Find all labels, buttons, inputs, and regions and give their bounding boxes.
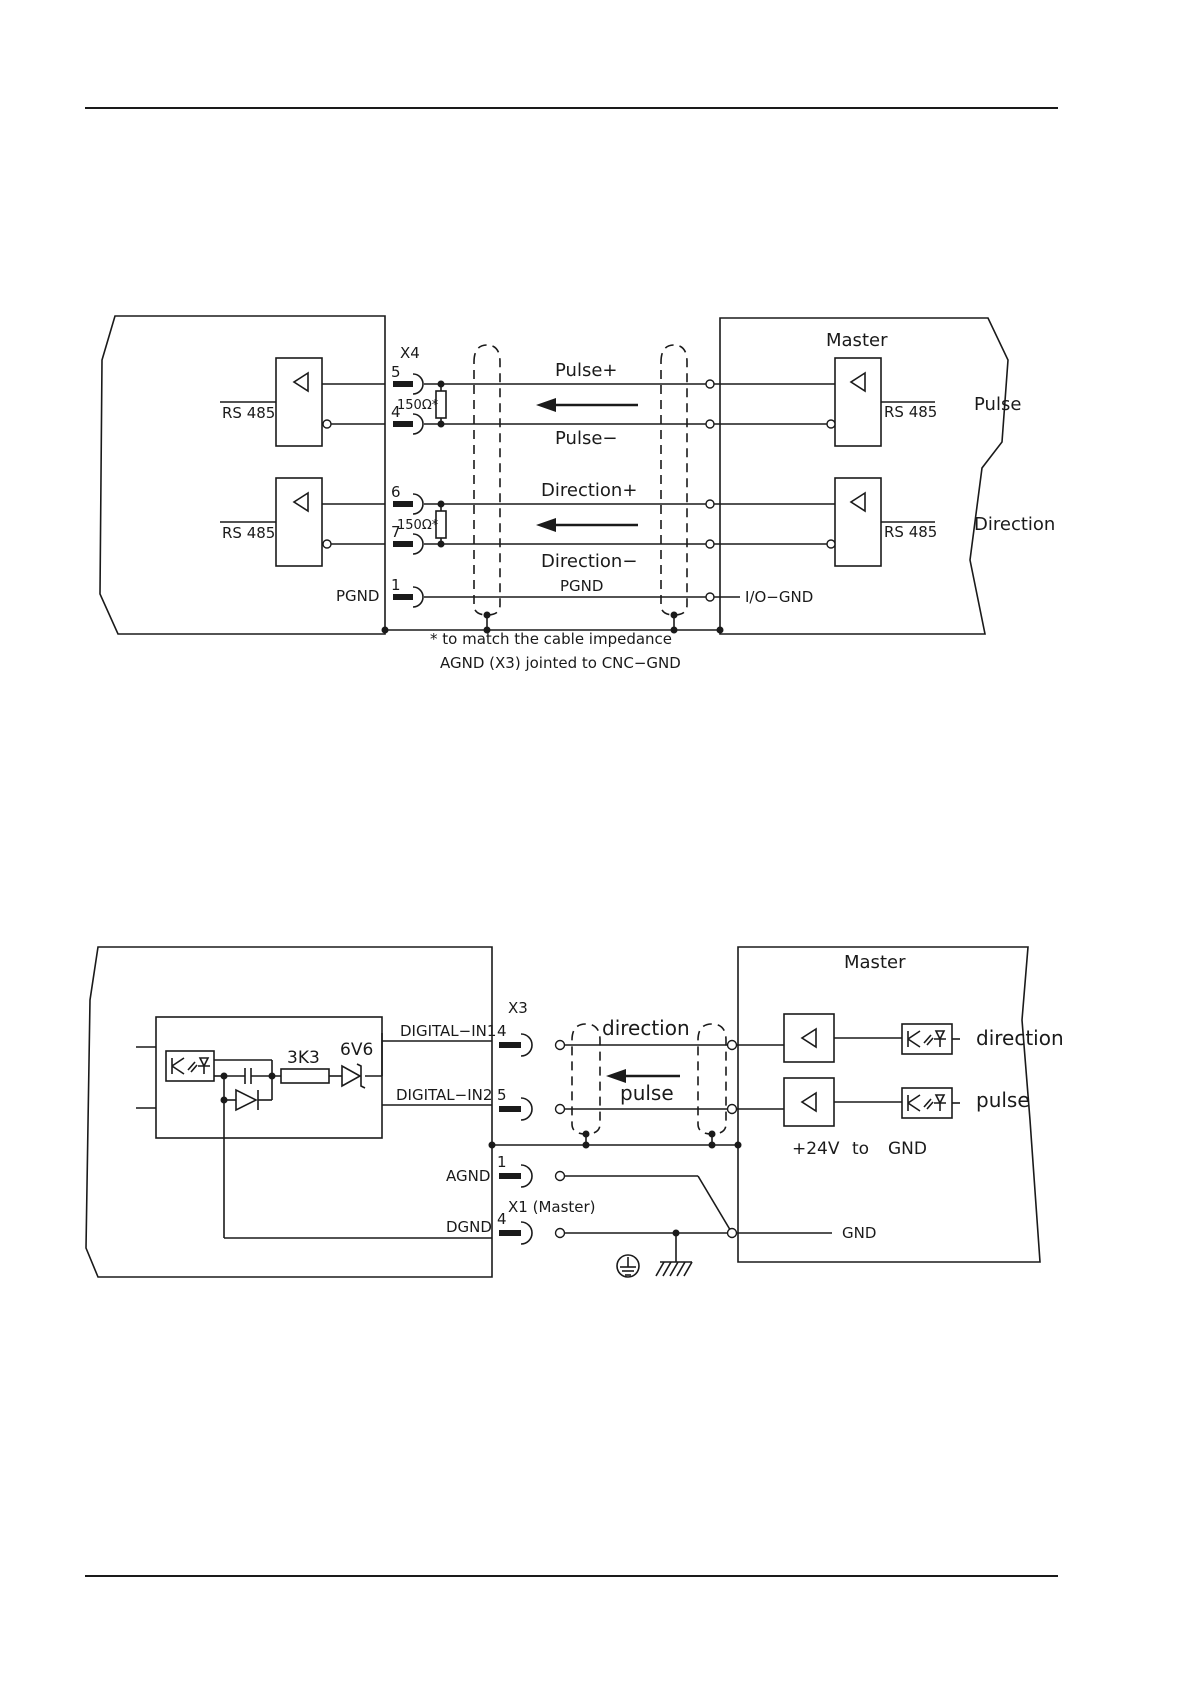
protective-earth-icon <box>616 1254 640 1278</box>
arrow-left-icon <box>536 518 638 532</box>
triangle-icon <box>849 371 866 393</box>
pin-5-x3: 5 <box>497 1086 533 1121</box>
diagram-24v-direction-pulse: 3K3 6V6 DIGITAL−IN1 DIGITAL−IN2 AGND DGN… <box>85 946 1064 1278</box>
pin-1-agnd: 1 <box>497 1153 533 1188</box>
pin-7: 7 <box>391 523 424 555</box>
master-title-1: Master <box>826 330 888 351</box>
cable-shield-right-2 <box>697 1023 727 1135</box>
signal-pulse-minus: Pulse− <box>555 428 617 449</box>
svg-text:1: 1 <box>391 576 401 594</box>
supply-plus-label: +24V <box>792 1139 840 1159</box>
master-rs485-top-label: RS 485 <box>884 403 937 421</box>
signal-direction-minus: Direction− <box>541 551 637 572</box>
side-label-direction-2: direction <box>976 1026 1064 1050</box>
supply-to-label: to <box>852 1139 869 1159</box>
svg-text:5: 5 <box>497 1086 507 1104</box>
supply-gnd-label: GND <box>888 1139 927 1159</box>
cable-shield-right <box>660 344 688 616</box>
triangle-icon <box>849 491 866 513</box>
left-device-body-2 <box>85 946 493 1278</box>
master-device-body-2 <box>737 946 1041 1263</box>
optocoupler-icon <box>901 1087 960 1119</box>
triangle-icon <box>800 1027 817 1049</box>
optocoupler-icon <box>165 1050 215 1082</box>
svg-text:4: 4 <box>391 403 401 421</box>
signal-direction-plus: Direction+ <box>541 480 637 501</box>
zener-diode-icon <box>341 1064 362 1088</box>
master-driver-pulse <box>783 1077 835 1127</box>
svg-text:7: 7 <box>391 523 401 541</box>
master-driver-direction <box>783 1013 835 1063</box>
resistor-1-label: 150Ω* <box>397 398 439 413</box>
signal-pgnd: PGND <box>560 577 603 595</box>
side-label-pulse-2: pulse <box>976 1088 1030 1112</box>
optocoupler-icon <box>901 1023 960 1055</box>
cable-shield-left-2 <box>571 1023 601 1135</box>
agnd-label: AGND <box>446 1167 490 1185</box>
terminal-open <box>322 539 332 549</box>
connector-x3-label: X3 <box>508 999 528 1017</box>
wire-direction-label: direction <box>602 1016 690 1040</box>
note-cable-impedance: * to match the cable impedance <box>430 630 672 648</box>
resistor-3k3-label: 3K3 <box>287 1048 320 1068</box>
master-rs485-bottom-label: RS 485 <box>884 523 937 541</box>
left-transceiver-top <box>275 357 323 447</box>
digital-in2-label: DIGITAL−IN2 <box>396 1086 492 1104</box>
signal-pulse-plus: Pulse+ <box>555 360 617 381</box>
triangle-icon <box>292 491 309 513</box>
svg-text:4: 4 <box>497 1022 507 1040</box>
chassis-ground-icon <box>655 1261 693 1277</box>
diagram-rs485-pulse-direction: RS 485 RS 485 X4 5 4 6 7 <box>99 315 1055 672</box>
zener-6v6-label: 6V6 <box>340 1040 373 1060</box>
note-agnd-joint: AGND (X3) jointed to CNC−GND <box>440 654 681 672</box>
triangle-icon <box>292 371 309 393</box>
master-transceiver-bottom <box>834 477 882 567</box>
triangle-icon <box>800 1091 817 1113</box>
pin-5: 5 <box>391 363 424 395</box>
diode-icon <box>235 1088 258 1112</box>
io-gnd-label: I/O−GND <box>745 588 813 606</box>
resistor-3k3 <box>280 1068 330 1084</box>
dgnd-label: DGND <box>446 1218 492 1236</box>
left-rs485-top-label: RS 485 <box>222 404 275 422</box>
left-rs485-bottom-label: RS 485 <box>222 524 275 542</box>
pin-4-x3: 4 <box>497 1022 533 1057</box>
arrow-left-icon <box>536 398 638 412</box>
resistor-2-label: 150Ω* <box>397 518 439 533</box>
side-label-pulse: Pulse <box>974 394 1021 415</box>
svg-text:4: 4 <box>497 1210 507 1228</box>
connector-x1-label: X1 (Master) <box>508 1198 596 1216</box>
pin-4: 4 <box>391 403 424 435</box>
pin-6: 6 <box>391 483 424 515</box>
svg-text:1: 1 <box>497 1153 507 1171</box>
pgnd-left-label: PGND <box>336 587 379 605</box>
terminal-open <box>322 419 332 429</box>
left-transceiver-bottom <box>275 477 323 567</box>
pin-1: 1 <box>391 576 424 608</box>
connector-x4-label: X4 <box>400 344 420 362</box>
master-gnd-label: GND <box>842 1224 876 1242</box>
arrow-left-icon <box>606 1069 680 1083</box>
master-transceiver-top <box>834 357 882 447</box>
svg-text:5: 5 <box>391 363 401 381</box>
side-label-direction: Direction <box>974 514 1055 535</box>
pin-4-x1: 4 <box>497 1210 533 1245</box>
master-device-body <box>719 317 1009 635</box>
cable-shield-left <box>473 344 501 616</box>
master-title-2: Master <box>844 952 906 973</box>
digital-in1-label: DIGITAL−IN1 <box>400 1022 496 1040</box>
wire-pulse-label: pulse <box>620 1081 674 1105</box>
svg-text:6: 6 <box>391 483 401 501</box>
input-circuit-box <box>155 1016 383 1139</box>
left-device-body <box>99 315 386 635</box>
